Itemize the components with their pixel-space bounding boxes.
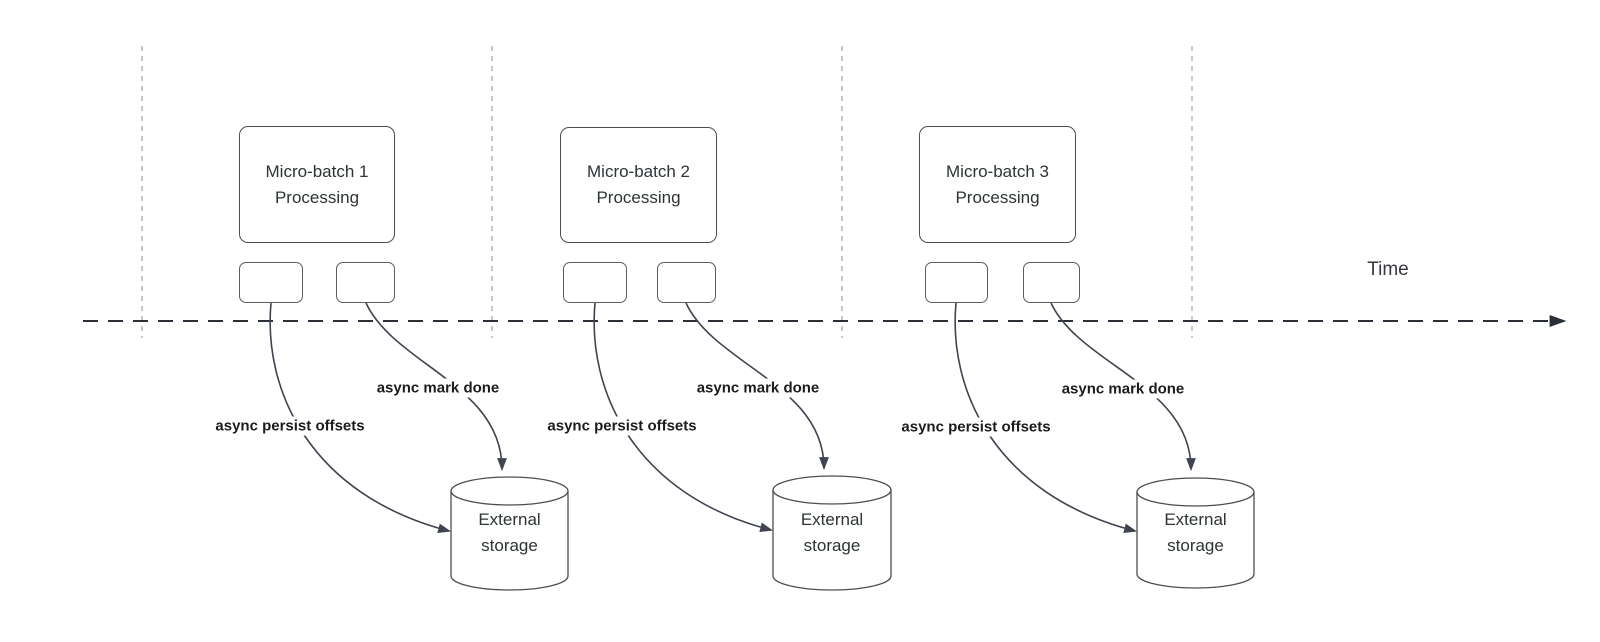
persist-task-box-3 xyxy=(925,262,988,303)
storage-label-1-line1: External xyxy=(478,510,541,529)
mark-done-arrow-1 xyxy=(365,302,507,472)
mark-done-arrow-2 xyxy=(685,302,829,471)
microbatch-box-2: Micro-batch 2 Processing xyxy=(560,127,717,243)
microbatch-box-3-title: Micro-batch 3 xyxy=(946,161,1049,181)
mark-done-label-3: async mark done xyxy=(1058,379,1188,399)
mark-done-label-2: async mark done xyxy=(693,378,823,398)
microbatch-box-1-title: Micro-batch 1 xyxy=(265,161,369,181)
storage-cylinder-2 xyxy=(772,475,892,591)
storage-label-2: External storage xyxy=(773,507,891,559)
storage-label-3-line1: External xyxy=(1164,510,1227,529)
microbatch-box-2-title: Micro-batch 2 xyxy=(587,162,690,181)
mark-done-task-box-1 xyxy=(336,262,395,303)
microbatch-box-3: Micro-batch 3 Processing xyxy=(919,126,1076,243)
storage-label-2-line1: External xyxy=(800,510,864,529)
mark-done-label-1: async mark done xyxy=(373,378,503,398)
persist-offsets-label-2: async persist offsets xyxy=(544,416,700,436)
storage-label-3: External storage xyxy=(1137,507,1254,559)
microbatch-box-2-subtitle: Processing xyxy=(596,188,681,207)
time-axis-label: Time xyxy=(1367,259,1409,280)
microbatch-box-1: Micro-batch 1 Processing xyxy=(239,126,395,243)
persist-task-box-2 xyxy=(563,262,627,303)
persist-task-box-1 xyxy=(239,262,303,303)
mark-done-task-box-3 xyxy=(1023,262,1080,303)
microbatch-box-1-subtitle: Processing xyxy=(274,187,360,207)
persist-offsets-arrow-1 xyxy=(269,302,452,533)
storage-label-3-line2: storage xyxy=(1167,536,1224,555)
microbatch-box-3-subtitle: Processing xyxy=(955,187,1040,207)
storage-cylinder-3 xyxy=(1136,477,1255,589)
persist-offsets-arrow-2 xyxy=(593,302,774,533)
persist-offsets-label-3: async persist offsets xyxy=(898,417,1054,437)
mark-done-arrow-3 xyxy=(1050,302,1196,472)
storage-label-1-line2: storage xyxy=(481,536,538,555)
mark-done-task-box-2 xyxy=(657,262,716,303)
storage-label-1: External storage xyxy=(451,507,568,559)
persist-offsets-label-1: async persist offsets xyxy=(212,416,368,436)
storage-cylinder-1 xyxy=(450,476,569,591)
storage-label-2-line2: storage xyxy=(803,536,861,555)
